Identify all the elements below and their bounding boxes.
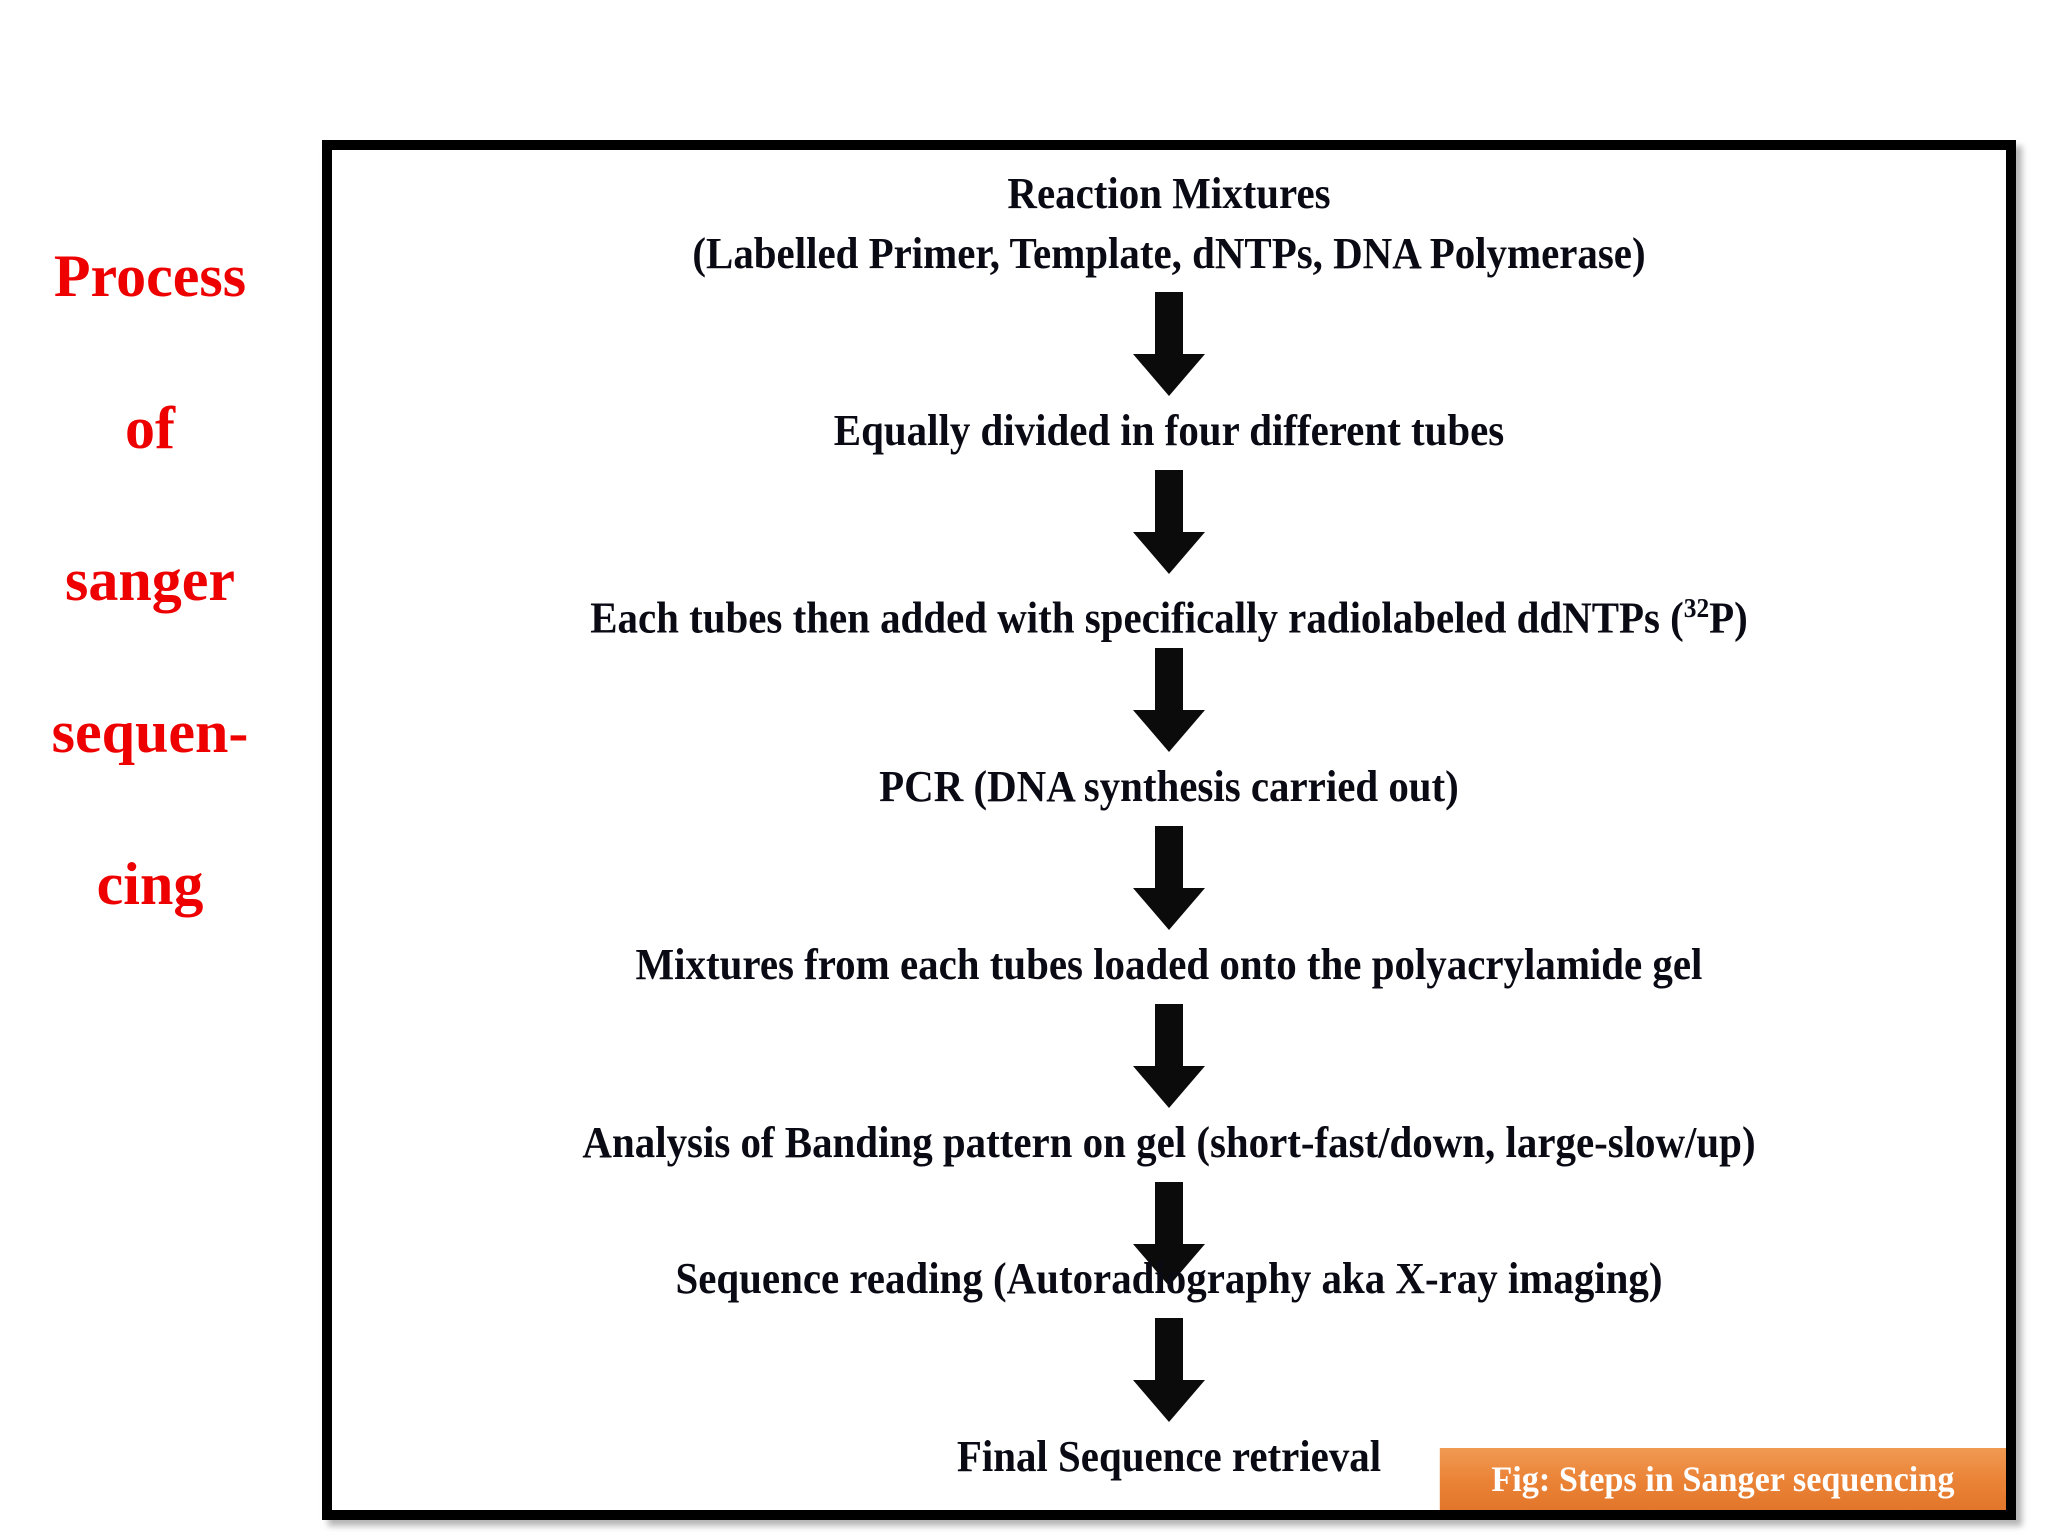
arrow-head [1133,1244,1205,1286]
flow-arrow-3-down-icon [1133,648,1205,752]
flow-step-reaction-mixtures-line2: (Labelled Primer, Template, dNTPs, DNA P… [692,229,1646,278]
arrow-shaft [1155,470,1183,536]
flow-step-equally-divided: Equally divided in four different tubes [391,402,1948,459]
flow-arrow-7-down-icon [1133,1318,1205,1422]
figure-caption-text: Fig: Steps in Sanger sequencing [1491,1459,1955,1499]
arrow-head [1133,710,1205,752]
flow-arrow-1-down-icon [1133,292,1205,396]
flow-step-analysis-banding: Analysis of Banding pattern on gel (shor… [391,1114,1948,1171]
flow-step-final-sequence-line1: Final Sequence retrieval [956,1432,1382,1481]
arrow-head [1133,888,1205,930]
side-title-line-2: of [125,395,175,461]
flow-step-add-ddntps-superscript: 32 [1683,593,1710,623]
arrow-head [1133,1066,1205,1108]
arrow-shaft [1155,1004,1183,1070]
flow-arrow-2-down-icon [1133,470,1205,574]
flow-step-final-sequence: Final Sequence retrieval [391,1428,1948,1485]
flow-step-add-ddntps-line1: Each tubes then added with specifically … [391,580,1948,647]
flow-arrow-4-down-icon [1133,826,1205,930]
arrow-shaft [1155,292,1183,358]
flow-step-reaction-mixtures-line1: Reaction Mixtures [1007,169,1331,218]
flow-step-equally-divided-line1: Equally divided in four different tubes [833,406,1505,455]
flow-step-add-ddntps-tail: P) [1709,593,1748,643]
flow-step-load-gel: Mixtures from each tubes loaded onto the… [391,936,1948,993]
flow-step-load-gel-line1: Mixtures from each tubes loaded onto the… [635,940,1703,989]
side-title: Process of sanger sequen- cing [0,200,300,960]
flow-step-pcr: PCR (DNA synthesis carried out) [391,758,1948,815]
flow-step-pcr-line1: PCR (DNA synthesis carried out) [879,762,1459,811]
flow-step-sequence-reading: Sequence reading (Autoradiography aka X-… [391,1250,1948,1307]
flow-step-sequence-reading-line1: Sequence reading (Autoradiography aka X-… [675,1254,1663,1303]
flowchart-frame: Reaction Mixtures (Labelled Primer, Temp… [322,140,2016,1520]
arrow-head [1133,1380,1205,1422]
flow-step-analysis-banding-line1: Analysis of Banding pattern on gel (shor… [582,1118,1756,1167]
arrow-shaft [1155,648,1183,714]
side-title-line-4: sequen- [51,699,249,765]
flowchart: Reaction Mixtures (Labelled Primer, Temp… [332,150,2006,1510]
flow-step-reaction-mixtures: Reaction Mixtures (Labelled Primer, Temp… [391,164,1948,284]
flow-arrow-5-down-icon [1133,1004,1205,1108]
figure-caption-badge: Fig: Steps in Sanger sequencing [1439,1448,2006,1510]
side-title-line-5: cing [96,851,204,917]
arrow-head [1133,532,1205,574]
arrow-head [1133,354,1205,396]
flow-step-add-ddntps-text: Each tubes then added with specifically … [590,593,1684,643]
side-title-line-1: Process [53,243,247,309]
arrow-shaft [1155,826,1183,892]
flow-step-add-ddntps: Each tubes then added with specifically … [391,580,1948,647]
flow-arrow-6-down-icon [1133,1182,1205,1286]
side-title-line-3: sanger [65,547,235,613]
arrow-shaft [1155,1182,1183,1248]
arrow-shaft [1155,1318,1183,1384]
